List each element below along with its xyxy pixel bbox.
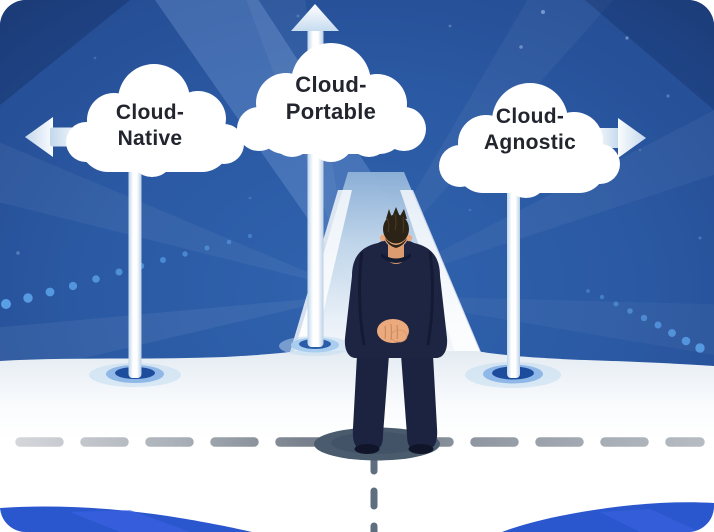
decorative-dot [541,10,545,14]
pole-left [128,158,142,378]
cloud-sign-right [439,83,620,198]
decorative-dot [1,299,11,309]
jacket-collar [381,253,411,263]
cloud-native-line2: Native [117,127,183,150]
decorative-dot [668,329,676,337]
businessman-back-view [344,207,448,454]
cloud-sign-left [66,64,244,177]
decorative-dot [666,94,670,98]
decorative-dot [586,289,590,293]
decorative-dot [698,236,702,240]
decorative-dot [519,45,523,49]
arrow-up-icon [291,4,339,31]
decorative-dot [638,148,642,152]
decorative-dot [226,239,232,245]
decorative-dot [68,281,78,291]
decorative-dot [115,268,123,276]
decorative-dot [16,251,20,255]
decorative-dot [160,257,166,263]
decorative-dot [681,336,691,346]
decorative-dot [247,233,253,239]
decorative-dot [613,301,619,307]
hair [383,214,409,244]
leg-left [352,355,389,449]
cloud-native-line1: Cloud- [115,101,185,124]
pole-right [507,186,520,378]
clasped-hands [377,319,409,343]
decorative-dot [468,208,472,212]
corner-shade-topright [585,0,714,110]
corner-shade-topleft [0,0,130,105]
decorative-dot [204,245,210,251]
decorative-dot [599,294,605,300]
cloud-portable-line2: Portable [285,99,377,124]
cloud-native-label: Cloud- Native [72,100,228,152]
dotted-arc-right [586,289,705,353]
decorative-dot [296,14,300,18]
decorative-dot [92,275,100,283]
leg-right [401,355,438,449]
foreground-road-edges [0,502,714,532]
decorative-dot [640,314,648,322]
decorative-dot [448,24,452,28]
shoe-left [354,444,380,454]
decorative-dot [654,321,662,329]
decorative-dot [45,287,55,297]
decorative-dot [182,251,188,257]
shoe-right [408,444,434,454]
cloud-portable-line1: Cloud- [295,72,367,97]
decorative-dot [625,36,629,40]
cloud-portable-label: Cloud- Portable [254,71,408,125]
decorative-dot [93,56,97,60]
suit-jacket [344,238,448,358]
cloud-agnostic-label: Cloud- Agnostic [452,104,608,156]
decorative-dot [695,343,705,353]
cloud-sign-center [237,43,426,162]
decorative-dot [248,196,252,200]
decorative-dot [23,293,33,303]
decorative-dot [627,308,633,314]
cloud-agnostic-line2: Agnostic [483,131,577,154]
cloud-agnostic-line1: Cloud- [495,105,565,128]
